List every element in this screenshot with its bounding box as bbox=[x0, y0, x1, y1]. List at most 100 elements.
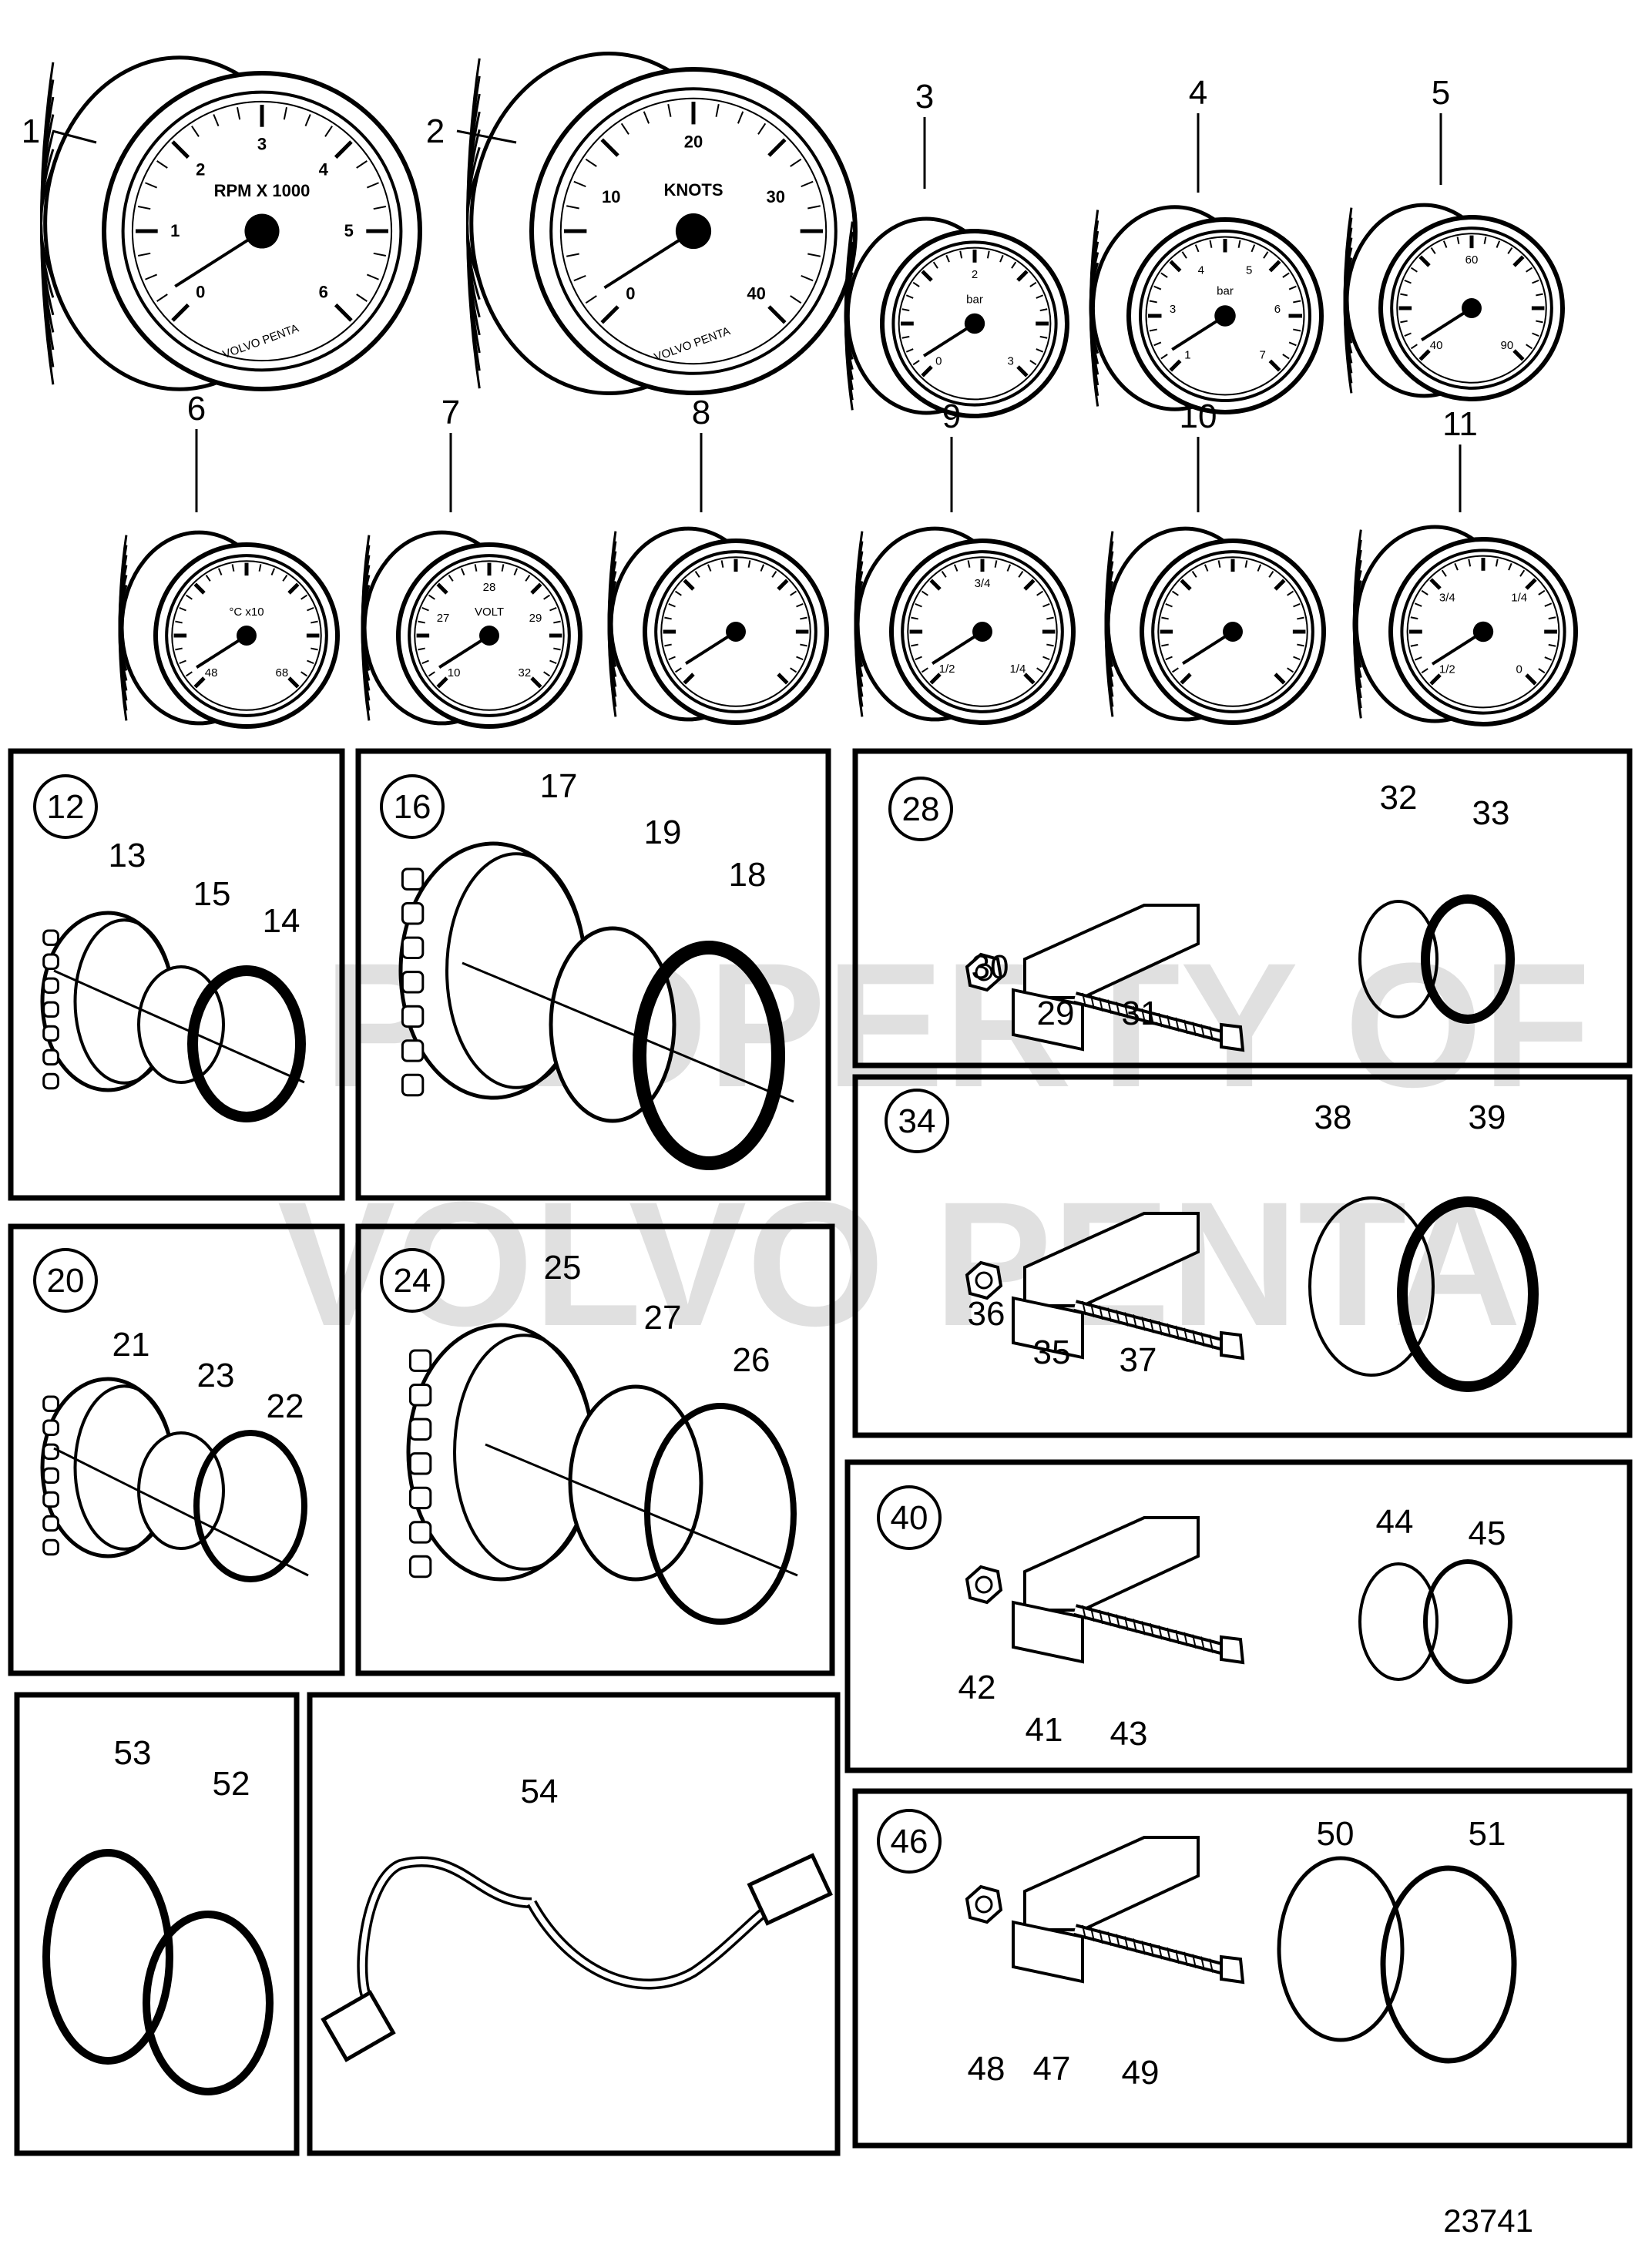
gauge-tick bbox=[771, 570, 777, 578]
cable-54-core bbox=[359, 1858, 532, 2005]
gauge-tick bbox=[1288, 341, 1297, 347]
kit34-stud-core bbox=[1073, 1303, 1223, 1347]
kit-circle-28 bbox=[888, 777, 953, 841]
gauge-tick bbox=[1507, 247, 1513, 254]
parts-artwork bbox=[40, 841, 1539, 2095]
kit40-thread bbox=[1107, 1612, 1112, 1626]
kit12-bezel-nut-grip bbox=[42, 953, 59, 970]
kit40-thread bbox=[1200, 1636, 1205, 1651]
kit28-thread bbox=[1167, 1015, 1171, 1030]
gauge-tick bbox=[573, 180, 586, 188]
gauge-tick bbox=[915, 602, 922, 608]
gauge-tick bbox=[1293, 300, 1301, 304]
kit16-gasket bbox=[633, 941, 785, 1170]
callout-46: 46 bbox=[891, 1823, 928, 1860]
gauge-needle bbox=[922, 322, 976, 357]
callout-50: 50 bbox=[1317, 1815, 1355, 1853]
gauge-tick bbox=[179, 606, 186, 612]
callout-53: 53 bbox=[114, 1734, 152, 1772]
housing-rib bbox=[40, 62, 55, 385]
callout-18: 18 bbox=[729, 856, 767, 894]
kit20-gasket bbox=[193, 1430, 307, 1582]
callout-4: 4 bbox=[1189, 74, 1207, 112]
cable-54-plug-a bbox=[321, 1990, 396, 2062]
gauge-tick bbox=[801, 180, 814, 188]
gauge-tick bbox=[901, 335, 910, 339]
gauge-inner-ring bbox=[1157, 556, 1308, 707]
gauge-tick bbox=[1169, 359, 1182, 372]
gauge-needle bbox=[196, 634, 248, 669]
gauge-tick bbox=[664, 616, 672, 620]
gauge-tick bbox=[1274, 673, 1286, 685]
gauge-tick bbox=[667, 104, 672, 117]
gauge-tick bbox=[600, 138, 619, 157]
gauge-tick bbox=[912, 360, 920, 366]
gauge-needle bbox=[1421, 307, 1473, 341]
gauge-10 bbox=[1104, 526, 1326, 725]
gauge-inner-ring bbox=[131, 100, 393, 362]
kit28-stud-nut bbox=[1220, 1022, 1245, 1052]
kit16-bezel-nut-grip bbox=[401, 1039, 425, 1062]
kit-circle-12 bbox=[33, 774, 98, 839]
gauge-tick bbox=[421, 659, 429, 665]
gauge-scale-label: 1 bbox=[170, 221, 180, 240]
kit28-thread bbox=[1116, 1001, 1120, 1016]
gauge-needle bbox=[438, 634, 491, 669]
gauge-scale-label: 60 bbox=[1465, 253, 1479, 267]
gauge-tick bbox=[953, 564, 958, 572]
gauge-scale-label: 1/4 bbox=[1511, 591, 1527, 604]
gauge-tick bbox=[1011, 261, 1017, 269]
gauge-tick bbox=[807, 205, 821, 210]
gauge-tick bbox=[1536, 320, 1543, 324]
gauge-tick bbox=[1180, 673, 1192, 685]
kit28-thread bbox=[1133, 1006, 1137, 1021]
callout-31: 31 bbox=[1122, 995, 1160, 1032]
kit40-thread bbox=[1192, 1634, 1197, 1649]
gauge-tick bbox=[999, 254, 1004, 263]
callout-10: 10 bbox=[1180, 398, 1217, 435]
gauge-tick bbox=[1526, 267, 1533, 273]
gauge-tick bbox=[1268, 260, 1281, 273]
gauge-tick bbox=[356, 294, 368, 302]
box-kit-46 bbox=[852, 1788, 1633, 2149]
gauge-tick bbox=[683, 673, 695, 685]
gauge-tick bbox=[1153, 341, 1162, 347]
kit20-bezel-nut-grip bbox=[42, 1467, 59, 1485]
gauge-tick bbox=[513, 568, 519, 575]
gauge-tick bbox=[757, 122, 767, 135]
gauge-tick bbox=[543, 671, 551, 677]
gauge-tick bbox=[428, 671, 435, 677]
gauge-tick bbox=[1194, 244, 1200, 253]
kit34-nut-hole bbox=[975, 1271, 993, 1290]
gauge-tick bbox=[530, 676, 542, 689]
gauge-tick bbox=[287, 582, 300, 595]
gauge-tick bbox=[1508, 562, 1512, 571]
gauge-caption: bar bbox=[1217, 285, 1234, 298]
gauge-needle bbox=[932, 630, 984, 665]
gauge-tick bbox=[1006, 564, 1012, 572]
gauge-tick bbox=[986, 250, 990, 259]
kit40-thread bbox=[1082, 1605, 1086, 1620]
gauge-scale-label: 7 bbox=[1259, 349, 1265, 362]
gauge-tick bbox=[1538, 668, 1546, 674]
kit34-thread bbox=[1167, 1323, 1171, 1338]
kit34-thread bbox=[1124, 1312, 1129, 1327]
box-kit-53-52 bbox=[14, 1692, 300, 2156]
kit46-thread bbox=[1082, 1924, 1086, 1940]
cable-54-plug-b bbox=[747, 1853, 833, 1926]
kit24-bezel-nut-grip bbox=[408, 1452, 432, 1475]
kit34-thread bbox=[1090, 1303, 1095, 1318]
gauge-tick bbox=[1046, 616, 1054, 620]
gauge-inner-ring bbox=[1145, 236, 1305, 396]
kit40-thread bbox=[1099, 1609, 1103, 1625]
gauge-tick bbox=[1538, 589, 1546, 596]
gauge-tick bbox=[796, 602, 804, 608]
gauge-inner-ring bbox=[559, 97, 828, 365]
gauge-tick bbox=[800, 643, 807, 647]
gauge-tick bbox=[300, 671, 308, 677]
gauge-tick bbox=[737, 111, 744, 124]
gauge-tick bbox=[1046, 643, 1054, 647]
gauge-scale-label: 5 bbox=[1246, 264, 1252, 277]
gauge-tick bbox=[1149, 328, 1157, 332]
